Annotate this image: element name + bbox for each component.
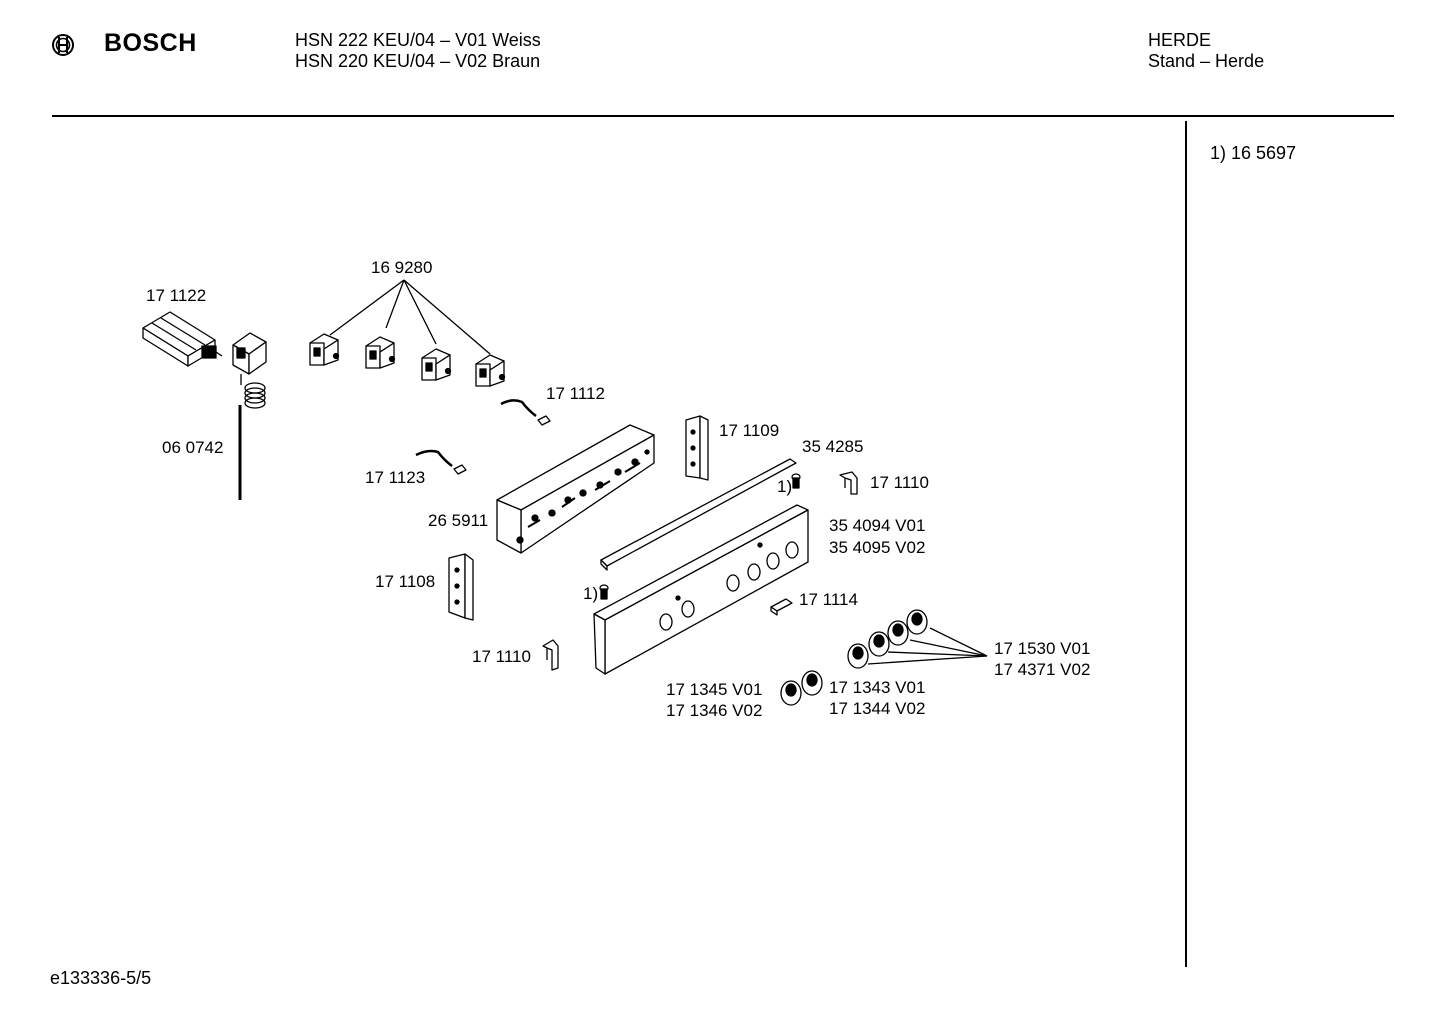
part-label-174371: 17 4371 V02 xyxy=(994,660,1091,679)
bosch-logo: BOSCH xyxy=(50,28,210,62)
leader-lines-169280 xyxy=(329,279,491,355)
part-label-171109: 17 1109 xyxy=(719,421,780,440)
knob-part xyxy=(887,620,909,646)
switch-part xyxy=(309,333,340,366)
part-label-171123: 17 1123 xyxy=(365,468,426,487)
switch-part xyxy=(421,348,452,381)
footnote-text: 1) 16 5697 xyxy=(1210,143,1297,163)
small-insert-part xyxy=(770,598,793,616)
trim-strip-part xyxy=(600,458,797,571)
footnote-marker: 1) xyxy=(583,584,599,603)
knob-part xyxy=(906,609,928,635)
part-label-171114: 17 1114 xyxy=(799,590,858,609)
switch-part xyxy=(475,354,506,387)
part-label-171344: 17 1344 V02 xyxy=(829,699,926,718)
clip-part xyxy=(839,471,858,495)
leader-lines-171530 xyxy=(867,627,988,665)
model-line-1: HSN 222 KEU/04 – V01 Weiss xyxy=(295,30,541,50)
brand-name: BOSCH xyxy=(104,29,197,57)
subcategory-title: Stand – Herde xyxy=(1148,51,1265,71)
part-label-171110-upper: 17 1110 xyxy=(870,473,929,492)
screw-part xyxy=(599,584,609,600)
part-label-354285: 35 4285 xyxy=(802,437,864,456)
header-divider xyxy=(52,115,1394,117)
cable-part xyxy=(415,449,467,475)
switch-part xyxy=(365,336,396,369)
part-label-060742: 06 0742 xyxy=(162,438,224,457)
category-title: HERDE xyxy=(1148,30,1212,50)
terminal-block-part xyxy=(142,311,223,367)
bracket-part xyxy=(685,415,709,481)
part-label-171346: 17 1346 V02 xyxy=(666,701,763,720)
knob-part xyxy=(868,631,890,657)
part-label-171108: 17 1108 xyxy=(375,572,436,591)
part-label-171112: 17 1112 xyxy=(546,384,605,403)
part-label-354095: 35 4095 V02 xyxy=(829,538,926,557)
document-id: e133336-5/5 xyxy=(50,968,152,988)
part-label-171110-lower: 17 1110 xyxy=(472,647,531,666)
cable-part xyxy=(500,399,551,426)
part-label-171343: 17 1343 V01 xyxy=(829,678,926,697)
part-label-265911: 26 5911 xyxy=(428,511,489,530)
part-label-171345: 17 1345 V01 xyxy=(666,680,763,699)
footnote-marker: 1) xyxy=(777,477,793,496)
knob-part xyxy=(780,680,802,706)
model-line-2: HSN 220 KEU/04 – V02 Braun xyxy=(295,51,541,71)
part-label-171530: 17 1530 V01 xyxy=(994,639,1091,658)
knob-part xyxy=(801,670,823,696)
part-label-171122: 17 1122 xyxy=(146,286,207,305)
bosch-armature-icon xyxy=(52,34,74,56)
sidebar-divider xyxy=(1185,121,1187,967)
screw-part xyxy=(791,473,801,489)
control-panel-frame-part xyxy=(496,424,655,554)
knob-part xyxy=(847,643,869,669)
part-label-354094: 35 4094 V01 xyxy=(829,516,926,535)
bracket-part xyxy=(448,553,474,621)
thermostat-part xyxy=(232,332,267,500)
front-panel-part xyxy=(593,504,809,675)
clip-part xyxy=(542,639,559,671)
part-label-169280: 16 9280 xyxy=(371,258,433,277)
